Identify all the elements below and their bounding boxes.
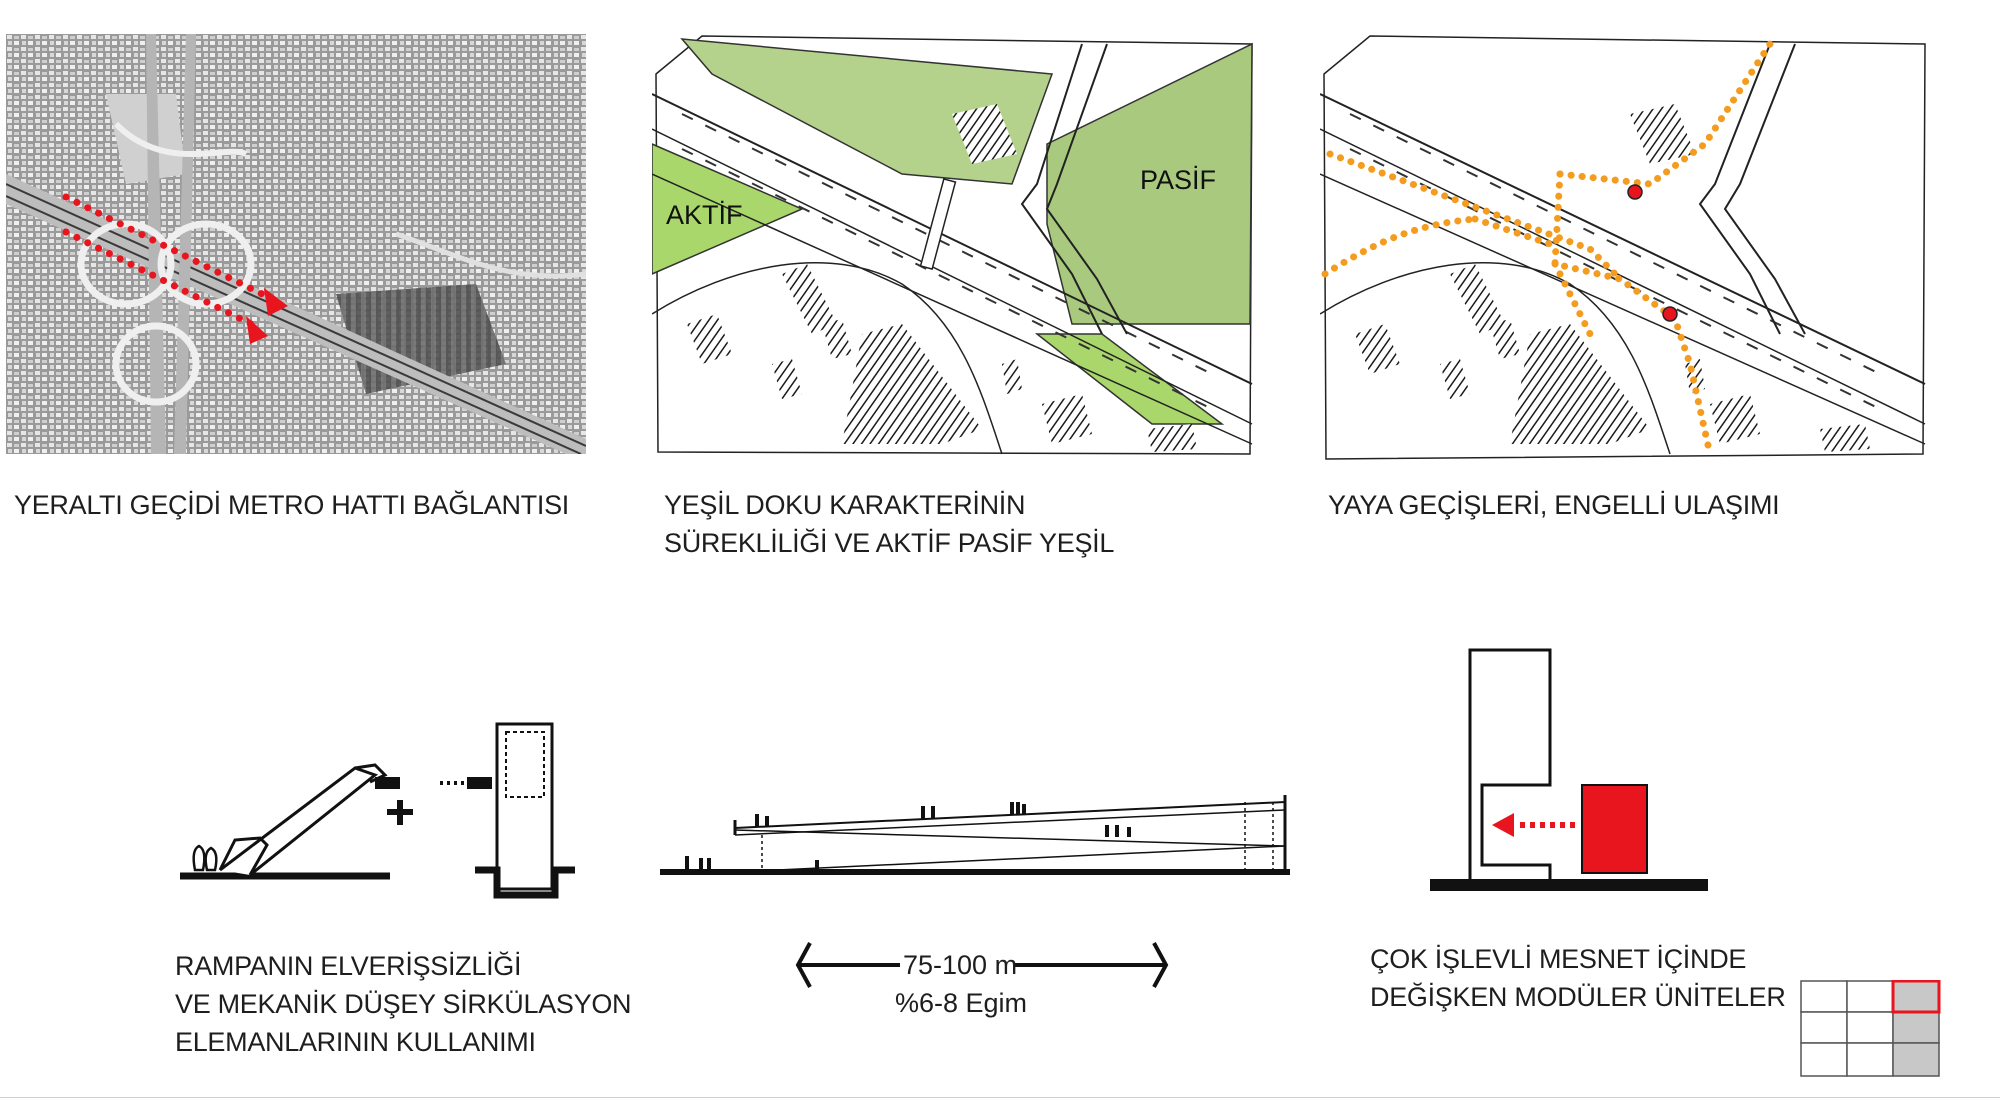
active-green-area	[652, 143, 804, 275]
plus-icon	[387, 800, 413, 825]
slope-label: %6-8 Egim	[895, 988, 1028, 1018]
elevator-shaft	[495, 722, 554, 891]
access-point-marker	[1662, 306, 1678, 322]
grid-key	[1800, 980, 1942, 1080]
modular-unit-panel	[1420, 645, 1710, 895]
pedestrian-map	[1320, 35, 1926, 460]
module-caption: ÇOK İŞLEVLİ MESNET İÇİNDE DEĞİŞKEN MODÜL…	[1370, 944, 1786, 1012]
green-texture-map-panel: AKTİF PASİF	[652, 34, 1257, 459]
distance-arrow	[792, 940, 1172, 990]
green-texture-map: AKTİF PASİF	[652, 35, 1253, 455]
aerial-photo-panel	[6, 34, 586, 454]
ramp-caption: RAMPANIN ELVERİŞSİZLİĞİ VE MEKANİK DÜŞEY…	[175, 951, 632, 1057]
distance-label: 75-100 m	[903, 950, 1018, 980]
modular-unit-sketch	[1430, 648, 1708, 891]
passive-green-label: PASİF	[1140, 164, 1216, 195]
section-sketch	[660, 795, 1290, 875]
access-point-marker	[1627, 184, 1643, 200]
pedestrian-map-panel	[1320, 34, 1930, 464]
ramp-sketch	[180, 722, 575, 899]
aerial-caption: YERALTI GEÇİDİ METRO HATTI BAĞLANTISI	[14, 490, 569, 520]
grid-key-active-cell	[1891, 980, 1941, 1014]
module-unit	[1581, 784, 1648, 874]
pedestrian-caption: YAYA GEÇİŞLERİ, ENGELLİ ULAŞIMI	[1328, 490, 1780, 520]
active-green-label: AKTİF	[666, 199, 743, 230]
green-caption: YEŞİL DOKU KARAKTERİNİN SÜREKLİLİĞİ VE A…	[664, 490, 1115, 558]
people-figures	[685, 802, 1131, 870]
bottom-divider	[0, 1097, 2000, 1098]
aerial-photo	[6, 34, 586, 454]
ramp-sketch-panel	[175, 720, 595, 920]
upper-green-strip	[680, 38, 1054, 185]
support-core	[1468, 648, 1552, 879]
escalator-base	[218, 836, 269, 876]
section-sketch-panel	[655, 780, 1295, 890]
escalator	[219, 766, 379, 877]
pedestrian-paths	[1321, 40, 1774, 458]
